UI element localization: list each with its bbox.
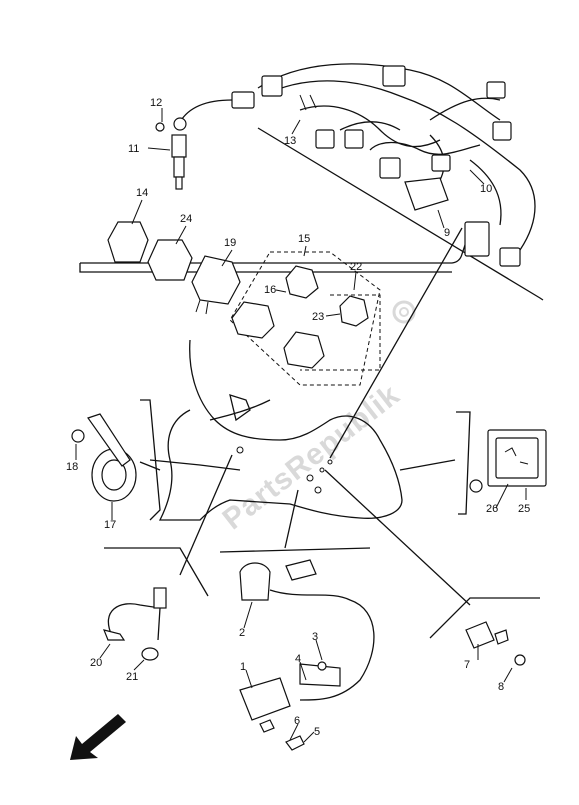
callout-5: 5: [314, 726, 320, 738]
callout-25: 25: [518, 503, 530, 515]
callout-labels: 1 2 3 4 5 6 7 8 9 10 11 12 13 14 15 16 1…: [66, 97, 530, 738]
relay-panel-outline: [79, 263, 452, 273]
callout-4: 4: [295, 653, 301, 665]
ignition-coil: [239, 559, 375, 751]
callout-3: 3: [312, 631, 318, 643]
callout-26: 26: [486, 503, 498, 515]
sensor-lead: [103, 587, 167, 661]
callout-1: 1: [240, 661, 246, 673]
callout-14: 14: [136, 187, 148, 199]
direction-arrow-icon: [70, 714, 126, 760]
callout-12: 12: [150, 97, 162, 109]
callout-leaders: [75, 108, 527, 743]
callout-20: 20: [90, 657, 102, 669]
callout-19: 19: [224, 237, 236, 249]
callout-18: 18: [66, 461, 78, 473]
group-brackets: [104, 411, 540, 639]
wire-harness: [231, 63, 536, 267]
callout-8: 8: [498, 681, 504, 693]
callout-24: 24: [180, 213, 192, 225]
callout-15: 15: [298, 233, 310, 245]
callout-11: 11: [128, 143, 139, 155]
gear-watermark-icon: [392, 300, 416, 324]
relay-group: [229, 251, 381, 386]
plate-assembly: [469, 429, 547, 493]
oxygen-sensor: [155, 99, 233, 190]
callout-6: 6: [294, 715, 300, 727]
callout-2: 2: [239, 627, 245, 639]
leader-lines: [139, 227, 471, 606]
callout-22: 22: [350, 261, 362, 273]
switch-sensor: [465, 621, 526, 666]
relays: [107, 221, 241, 315]
callout-17: 17: [104, 519, 116, 531]
callout-10: 10: [480, 183, 492, 195]
callout-13: 13: [284, 135, 296, 147]
callout-23: 23: [312, 311, 324, 323]
callout-16: 16: [264, 284, 276, 296]
callout-7: 7: [464, 659, 470, 671]
watermark: PartsRepublik: [217, 378, 407, 536]
callout-21: 21: [126, 671, 138, 683]
callout-9: 9: [444, 227, 450, 239]
horn-group: [71, 399, 161, 521]
harness-panel-outline: [80, 127, 544, 301]
